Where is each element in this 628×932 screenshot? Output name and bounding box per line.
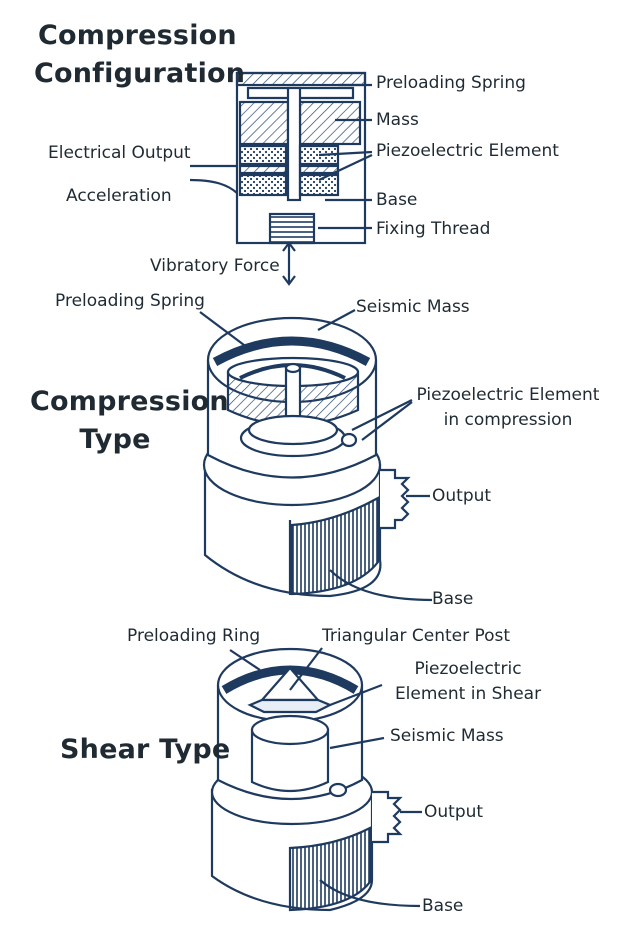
title-shear-type: Shear Type: [60, 734, 231, 765]
title-compression-type-line1: Compression: [30, 386, 229, 417]
shear-base-shade: [288, 826, 372, 912]
label-config-fixing-thread: Fixing Thread: [376, 219, 491, 239]
label-compression-piezo-line1: Piezoelectric Element: [416, 385, 600, 405]
config-top-cap: [235, 71, 367, 87]
title-compression-configuration-line1: Compression: [38, 20, 237, 51]
label-compression-piezo-line2: in compression: [443, 410, 573, 430]
label-shear-piezo-line1: Piezoelectric: [414, 659, 522, 679]
label-shear-preloading-ring: Preloading Ring: [127, 626, 261, 646]
config-piezo-right-2: [298, 173, 340, 197]
compression-output-connector: [380, 468, 411, 530]
compression-base-shade: [290, 496, 380, 596]
label-shear-piezo-line2: Element in Shear: [394, 684, 542, 704]
label-compression-output: Output: [432, 486, 492, 506]
compression-sensor: [199, 309, 433, 602]
config-piezo-left-2: [238, 173, 288, 197]
shear-piezo-element: [247, 698, 333, 714]
config-mass-left: [238, 100, 290, 146]
label-config-vibratory-force: Vibratory Force: [150, 256, 280, 276]
title-compression-configuration-line2: Configuration: [34, 58, 246, 89]
shear-sensor: [210, 647, 422, 912]
config-schematic: [189, 71, 373, 286]
label-config-piezoelectric-element: Piezoelectric Element: [376, 141, 559, 161]
label-config-mass: Mass: [376, 110, 419, 130]
label-shear-output: Output: [424, 802, 484, 822]
vibratory-arrow-up: [282, 241, 296, 252]
config-bolt: [286, 86, 302, 202]
label-shear-base: Base: [422, 896, 464, 916]
label-compression-preloading-spring: Preloading Spring: [55, 291, 205, 311]
title-compression-type-line2: Type: [79, 424, 151, 455]
vibratory-arrow-down: [282, 275, 296, 286]
label-config-base: Base: [376, 190, 418, 210]
label-shear-seismic-mass: Seismic Mass: [390, 726, 504, 746]
shear-output-connector: [372, 790, 403, 844]
label-config-preloading-spring: Preloading Spring: [376, 73, 526, 93]
config-mass-right: [298, 100, 362, 146]
compression-housing-rim: [212, 336, 371, 366]
config-plate-left: [238, 164, 288, 175]
label-config-acceleration: Acceleration: [66, 186, 172, 206]
label-compression-seismic-mass: Seismic Mass: [356, 297, 470, 317]
config-piezo-left-1: [238, 144, 288, 166]
config-fixing-thread: [268, 212, 316, 245]
config-plate-right: [298, 164, 340, 175]
shear-seismic-mass: [250, 728, 330, 793]
label-config-electrical-output: Electrical Output: [48, 143, 191, 163]
label-compression-base: Base: [432, 589, 474, 609]
label-shear-triangular-center-post: Triangular Center Post: [322, 626, 511, 646]
